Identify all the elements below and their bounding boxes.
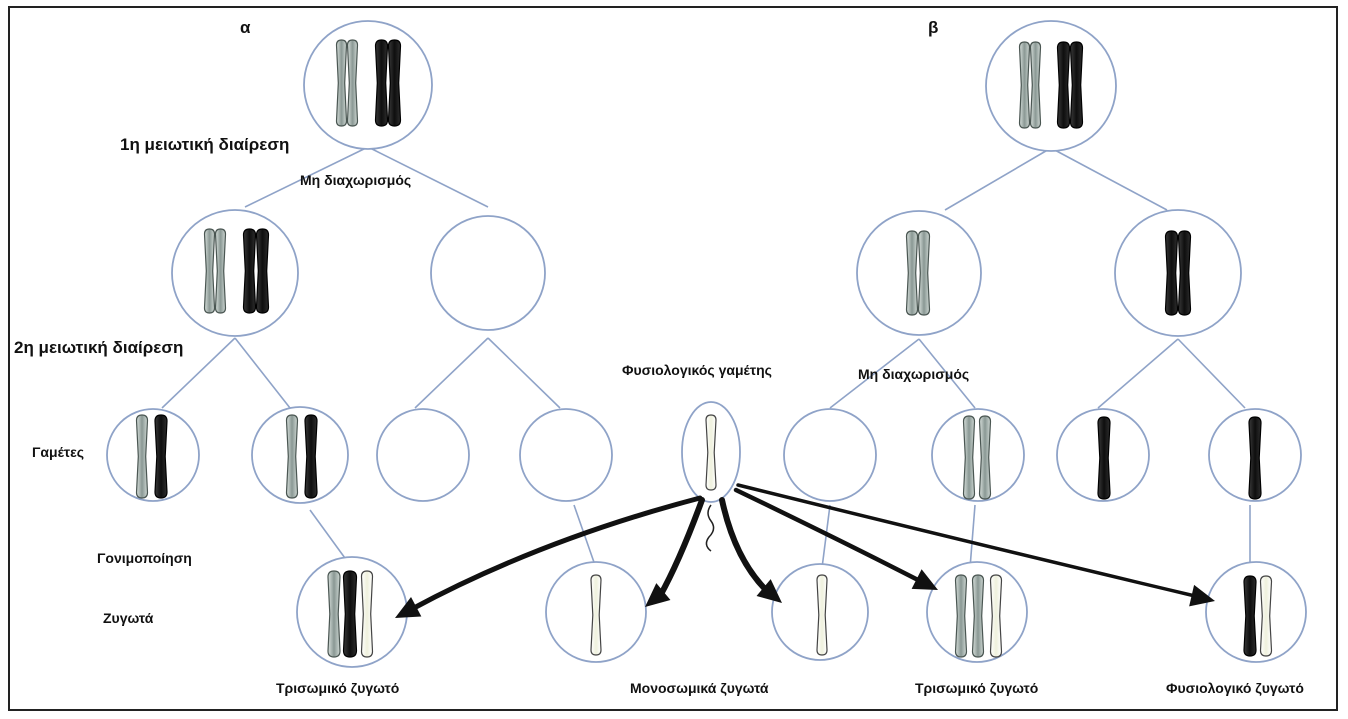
connector-line bbox=[573, 504, 597, 569]
cell-b-right bbox=[1114, 209, 1242, 337]
arrow-to-trisomic-zygote-b bbox=[733, 487, 923, 584]
gamete-a2-light-chromatid bbox=[285, 414, 299, 499]
first-meiotic-division-label: 1η μειωτική διαίρεση bbox=[120, 135, 290, 154]
arrow-to-normal-zygote-head bbox=[1189, 584, 1215, 607]
normal-gamete-label: Φυσιολογικός γαμέτης bbox=[622, 362, 772, 378]
connector-line bbox=[1177, 338, 1246, 409]
arrow-to-monosomic-zygote-2 bbox=[719, 497, 771, 595]
gamete-a1-light-chromatid bbox=[135, 414, 149, 499]
arrow-to-trisomic-zygote-b-head bbox=[911, 569, 938, 590]
arrow-to-monosomic-zygote-1 bbox=[657, 497, 705, 599]
sperm-tail bbox=[705, 504, 715, 552]
gamete-b2-chromatid-1 bbox=[962, 415, 976, 500]
parent-b-dark-chromosome-left bbox=[1056, 41, 1071, 129]
parent-a-light-chromosome-right bbox=[346, 39, 359, 127]
connector-line bbox=[234, 337, 291, 409]
connector-line bbox=[821, 504, 831, 569]
figure-frame bbox=[8, 6, 1338, 711]
gamete-b2-chromatid-2 bbox=[978, 415, 992, 500]
gamete-a3-empty bbox=[376, 408, 470, 502]
zygote-a-dark-chromatid bbox=[342, 570, 358, 658]
gamete-a4-empty bbox=[519, 408, 613, 502]
monosomic-zygote-1-chromatid bbox=[590, 574, 602, 656]
connector-line bbox=[487, 337, 561, 409]
cell-b-right-dark-chromosome-left bbox=[1164, 230, 1179, 316]
gamete-b4-chromatid bbox=[1248, 416, 1262, 500]
normal-gamete-chromatid bbox=[705, 414, 717, 491]
connector-line bbox=[918, 338, 976, 409]
connector-line bbox=[244, 146, 369, 208]
parent-b-light-chromosome-right bbox=[1029, 41, 1042, 129]
cell-b-left-light-chromosome-right bbox=[917, 230, 931, 316]
normal-zygote-label: Φυσιολογικό ζυγωτό bbox=[1166, 680, 1304, 696]
zygote-normal bbox=[1205, 561, 1307, 663]
fertilization-arrows bbox=[395, 483, 1215, 618]
zygote-a-light-chromatid bbox=[327, 570, 341, 658]
cell-a-left-dark-chromosome-right bbox=[255, 228, 270, 314]
zygote-b-chromatid-2 bbox=[971, 574, 985, 658]
zygote-b-white-chromatid bbox=[989, 574, 1003, 658]
zygotes-label: Ζυγωτά bbox=[103, 610, 154, 626]
cell-a-left-light-chromosome-right bbox=[214, 228, 227, 314]
arrow-to-monosomic-zygote-2-head bbox=[756, 579, 782, 603]
monosomic-zygotes-label: Μονοσωμικά ζυγωτά bbox=[630, 680, 769, 696]
connector-line bbox=[414, 337, 489, 409]
second-meiotic-division-label: 2η μειωτική διαίρεση bbox=[14, 338, 184, 357]
fertilization-label: Γονιμοποίηση bbox=[97, 550, 192, 566]
monosomic-zygote-2-chromatid bbox=[816, 574, 828, 656]
arrow-to-trisomic-zygote-a bbox=[409, 495, 703, 612]
gamete-b2 bbox=[931, 408, 1025, 502]
gamete-b1-empty bbox=[783, 408, 877, 502]
trisomic-zygote-label-b: Τρισωμικό ζυγωτό bbox=[915, 680, 1039, 696]
nondisjunction-label-b: Μη διαχωρισμός bbox=[858, 366, 970, 382]
connector-line bbox=[1097, 338, 1179, 409]
parent-b-light-chromosome-left bbox=[1018, 41, 1031, 129]
connector-line bbox=[944, 147, 1052, 211]
connector-line bbox=[1050, 147, 1168, 211]
cell-b-left bbox=[856, 210, 982, 336]
zygote-a-white-chromatid bbox=[360, 570, 374, 658]
gamete-a2 bbox=[251, 406, 349, 504]
parent-a-light-chromosome-left bbox=[335, 39, 348, 127]
gamete-b3-chromatid bbox=[1097, 416, 1111, 500]
arrow-to-monosomic-zygote-1-head bbox=[645, 583, 671, 607]
gamete-a1-dark-chromatid bbox=[154, 414, 168, 499]
cell-a-left bbox=[171, 209, 299, 337]
gametes-label: Γαμέτες bbox=[32, 444, 85, 460]
cell-a-left-dark-chromosome-left bbox=[242, 228, 257, 314]
panel-b-label: β bbox=[928, 18, 939, 37]
connector-line bbox=[309, 509, 351, 566]
arrow-to-trisomic-zygote-a-head bbox=[395, 597, 422, 618]
connector-lines bbox=[161, 146, 1251, 569]
parent-a-dark-chromosome-right bbox=[387, 39, 402, 127]
gamete-a2-dark-chromatid bbox=[304, 414, 318, 499]
normal-zygote-white-chromatid bbox=[1259, 575, 1273, 657]
parent-cell-b bbox=[985, 20, 1117, 152]
cell-circles bbox=[106, 20, 1307, 668]
cell-b-right-dark-chromosome-right bbox=[1177, 230, 1192, 316]
panel-a-label: α bbox=[240, 18, 251, 37]
arrow-to-normal-zygote bbox=[736, 483, 1197, 598]
cell-a-left-light-chromosome-left bbox=[203, 228, 216, 314]
zygote-b-chromatid-1 bbox=[954, 574, 968, 658]
cell-b-left-light-chromosome-left bbox=[905, 230, 919, 316]
connector-line bbox=[367, 146, 489, 208]
cell-a-right-empty bbox=[430, 215, 546, 331]
connector-line bbox=[829, 338, 920, 409]
parent-b-dark-chromosome-right bbox=[1069, 41, 1084, 129]
connector-line bbox=[161, 337, 236, 409]
parent-a-dark-chromosome-left bbox=[374, 39, 389, 127]
nondisjunction-label-a: Μη διαχωρισμός bbox=[300, 172, 412, 188]
chromosomes bbox=[135, 39, 1273, 658]
connector-line bbox=[969, 504, 976, 569]
parent-cell-a bbox=[303, 20, 433, 150]
gamete-a1 bbox=[106, 408, 200, 502]
trisomic-zygote-label-a: Τρισωμικό ζυγωτό bbox=[276, 680, 400, 696]
normal-zygote-dark-chromatid bbox=[1243, 575, 1257, 657]
